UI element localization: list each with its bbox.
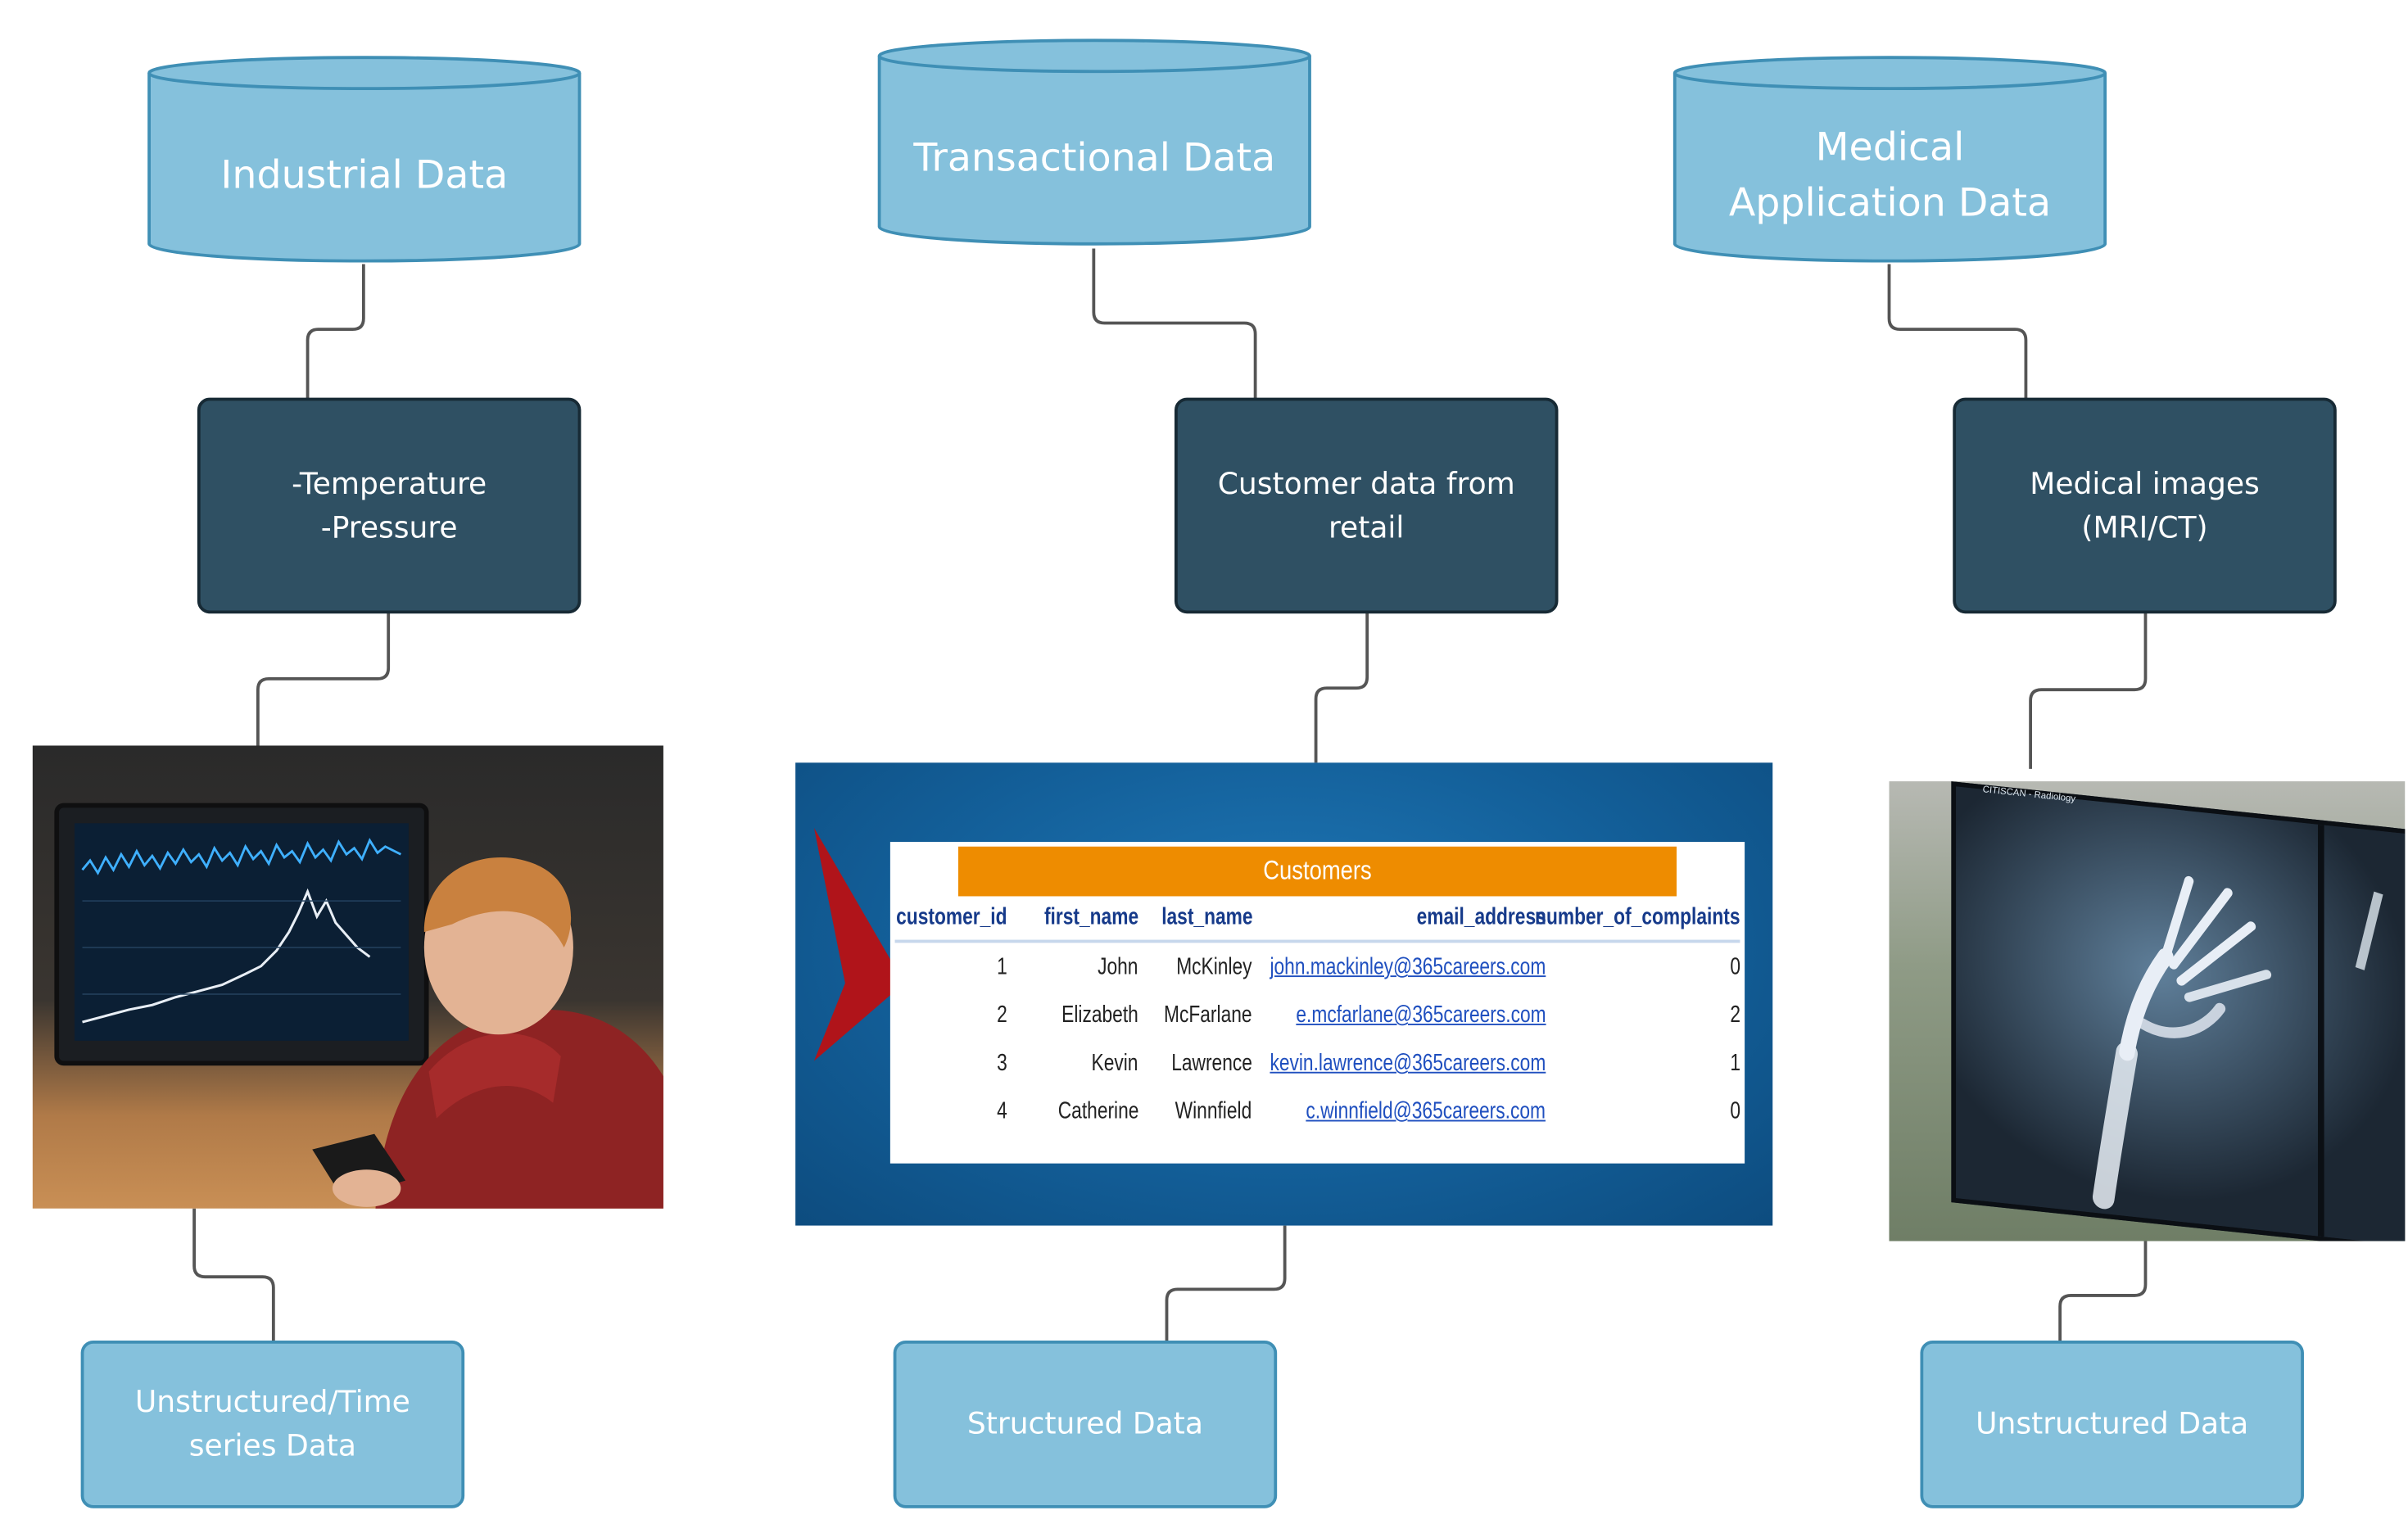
database-cylinder-icon — [1672, 56, 2107, 263]
example-line-temperature: -Temperature — [292, 466, 487, 501]
data-type-box-time-series: Unstructured/Time series Data — [80, 1340, 465, 1508]
email-link[interactable]: c.winnfield@365careers.com — [1306, 1098, 1546, 1125]
column-header: number_of_complaints — [1534, 903, 1740, 931]
table-cell: 2 — [996, 1002, 1007, 1029]
table-cell: 2 — [1729, 1002, 1740, 1029]
header-divider — [894, 939, 1740, 943]
database-cylinder-icon — [877, 38, 1311, 246]
email-link[interactable]: kevin.lawrence@365careers.com — [1270, 1050, 1546, 1077]
monitor-icon — [54, 803, 429, 1066]
data-type-label: Unstructured/Time series Data — [134, 1385, 410, 1463]
database-cylinder-icon — [147, 56, 582, 263]
data-type-label: Structured Data — [966, 1407, 1203, 1442]
data-type-box-unstructured: Unstructured Data — [1920, 1340, 2304, 1508]
connector-transactional-to-customer — [1092, 248, 1257, 400]
photo-person-at-stock-chart — [32, 745, 663, 1209]
cylinder-medical-application-data: Medical Application Data — [1672, 54, 2108, 269]
chevron-right-icon — [813, 827, 904, 1061]
person-illustration — [312, 857, 663, 1209]
customers-table-panel: Customers customer_id first_name last_na… — [795, 762, 1773, 1226]
photo-xray-hand: CITISCAN - Radiology — [1889, 781, 2406, 1241]
connector-sensors-to-photo — [256, 612, 391, 746]
example-label: Medical images (MRI/CT) — [2030, 466, 2260, 545]
table-cell: Lawrence — [1171, 1050, 1252, 1077]
table-cell: 0 — [1729, 1098, 1740, 1125]
table-cell: Catherine — [1057, 1098, 1139, 1125]
cylinder-label: Industrial Data — [220, 151, 509, 197]
table-cell: 1 — [996, 953, 1007, 980]
column-header: email_address — [1416, 903, 1546, 931]
cylinder-industrial-data: Industrial Data — [146, 54, 582, 269]
example-label: Customer data from retail — [1217, 466, 1515, 545]
table-cell: Elizabeth — [1061, 1002, 1139, 1029]
data-type-box-structured: Structured Data — [893, 1340, 1278, 1508]
line-chart-icon — [81, 838, 402, 1024]
cylinder-transactional-data: Transactional Data — [876, 38, 1313, 252]
table-cell: John — [1098, 953, 1139, 980]
example-box-customer-data: Customer data from retail — [1174, 397, 1559, 614]
cylinder-label: Medical Application Data — [1728, 124, 2052, 226]
email-link[interactable]: e.mcfarlane@365careers.com — [1296, 1002, 1546, 1029]
table-cell: 4 — [996, 1098, 1007, 1125]
connector-industrial-to-sensors — [306, 264, 365, 400]
example-box-medical-images: Medical images (MRI/CT) — [1953, 397, 2337, 614]
table-cell: McFarlane — [1164, 1002, 1252, 1029]
table-cell: 1 — [1729, 1050, 1740, 1077]
column-header: customer_id — [895, 903, 1007, 931]
connector-table-to-structured — [1165, 1225, 1287, 1352]
connector-images-to-xray — [2029, 612, 2148, 769]
cylinder-label: Transactional Data — [913, 135, 1276, 181]
data-type-label: Unstructured Data — [1976, 1407, 2249, 1442]
customers-table: Customers customer_id first_name last_na… — [889, 842, 1745, 1164]
email-link[interactable]: john.mackinley@365careers.com — [1270, 953, 1546, 980]
table-cell: McKinley — [1176, 953, 1252, 980]
xray-hand-icon — [1956, 786, 2406, 1241]
example-box-sensors: -Temperature -Pressure — [197, 397, 582, 614]
xray-screen — [1951, 781, 2406, 1241]
table-cell: 3 — [996, 1050, 1007, 1077]
column-header: first_name — [1044, 903, 1139, 931]
connector-photo-to-timeseries — [192, 1208, 275, 1342]
column-header: last_name — [1161, 903, 1252, 931]
connector-medical-to-images — [1887, 264, 2028, 400]
table-cell: Kevin — [1092, 1050, 1139, 1077]
connector-xray-to-unstructured — [2058, 1241, 2148, 1342]
table-cell: 0 — [1729, 953, 1740, 980]
table-title: Customers — [957, 846, 1677, 897]
connector-customer-to-table — [1314, 612, 1369, 763]
example-line-pressure: -Pressure — [320, 510, 458, 545]
table-cell: Winnfield — [1175, 1098, 1252, 1125]
